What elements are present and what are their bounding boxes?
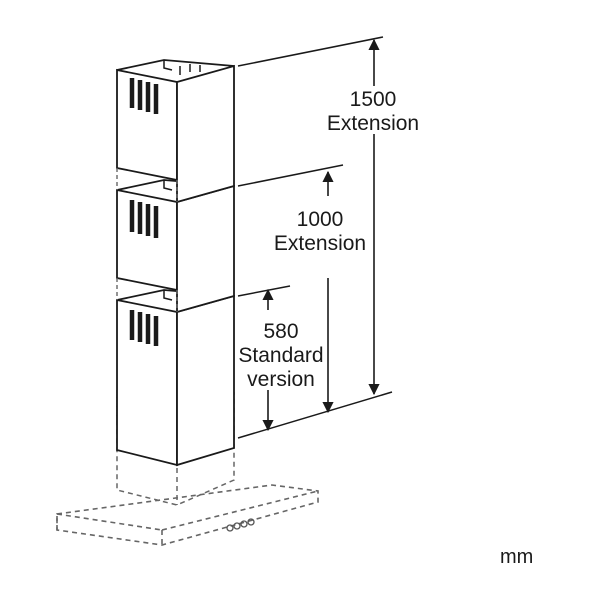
dimension-value: 1000 [296, 208, 344, 231]
dimension-label-1000: 1000 Extension [264, 208, 376, 256]
chimney-section-580 [116, 289, 235, 467]
dimension-value: 1500 [349, 88, 397, 111]
dimension-label-1500: 1500 Extension [318, 88, 428, 136]
dimension-caption: Extension [326, 112, 420, 135]
dimension-caption: Extension [273, 232, 367, 255]
vent-slots [129, 200, 159, 238]
dimension-value: 580 [263, 320, 299, 343]
vent-slots [129, 310, 159, 346]
hood-control-buttons [226, 518, 255, 532]
unit-label: mm [500, 546, 534, 568]
dimension-label-580: 580 Standard version [226, 320, 336, 392]
chimney-section-1000 [116, 179, 235, 314]
chimney-section-1500 [116, 59, 235, 204]
dimension-caption-line1: Standard [238, 344, 324, 367]
hood-canopy [56, 484, 319, 546]
dimension-caption-line2: version [247, 368, 315, 391]
vent-slots [129, 78, 159, 114]
